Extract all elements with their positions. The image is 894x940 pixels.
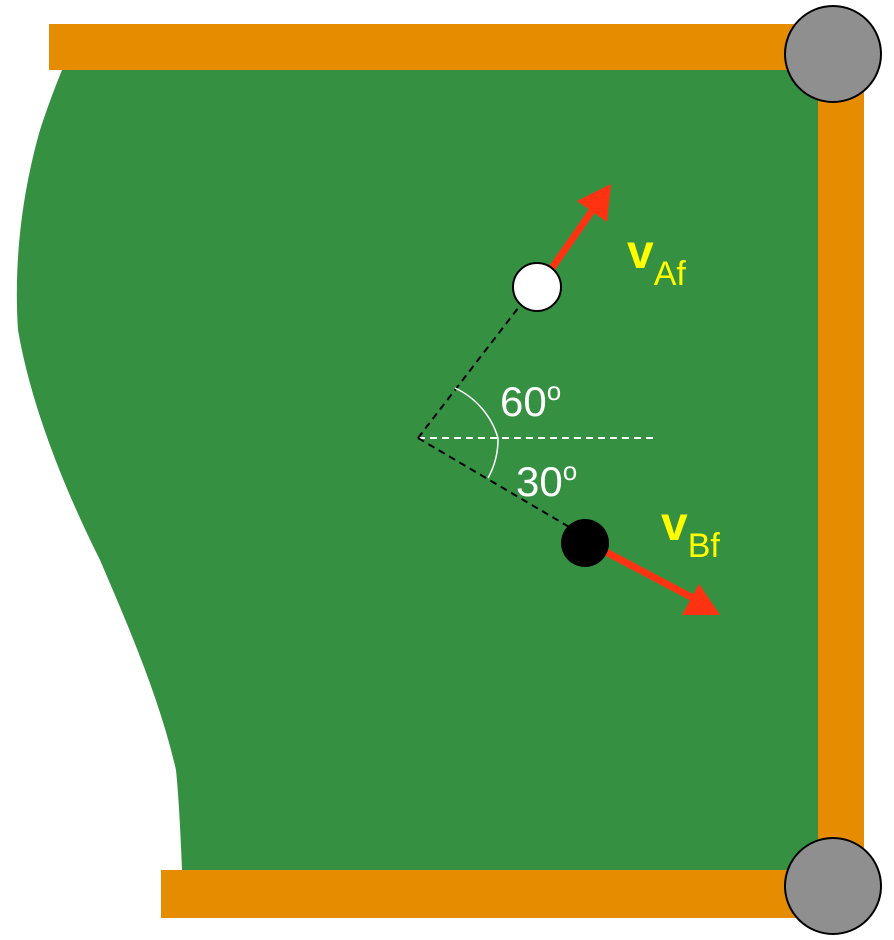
vector-a-symbol: v	[627, 226, 654, 279]
vector-b-arrowhead	[682, 584, 720, 615]
angle-30-value: 30	[516, 458, 563, 505]
bottom-right-pocket	[784, 837, 882, 935]
angle-30-label: 30o	[516, 456, 577, 505]
angle-60-value: 60	[500, 378, 547, 425]
ball-b-object-ball	[561, 519, 609, 567]
vector-b-arrow-shaft	[604, 548, 695, 602]
ball-a-cue-ball	[512, 262, 562, 312]
vector-a-arrowhead	[577, 184, 611, 222]
ball-b-path-line	[417, 437, 577, 532]
vector-a-label: vAf	[627, 226, 686, 293]
vector-a-subscript: Af	[654, 255, 687, 293]
vector-b-subscript: Bf	[688, 527, 721, 565]
vector-b-label: vBf	[661, 498, 720, 565]
table-felt	[16, 70, 819, 870]
bottom-rail	[161, 870, 825, 918]
angle-60-label: 60o	[500, 376, 561, 425]
angle-60-degree-mark: o	[547, 376, 561, 406]
angle-arc-60	[454, 387, 499, 439]
vector-b-symbol: v	[661, 498, 688, 551]
ball-a-path-line	[417, 302, 523, 439]
top-right-pocket	[784, 5, 882, 103]
angle-30-degree-mark: o	[563, 456, 577, 486]
right-rail	[818, 24, 864, 894]
vector-a-arrow-shaft	[549, 205, 597, 271]
top-rail	[49, 24, 825, 70]
angle-arc-30	[487, 437, 499, 479]
